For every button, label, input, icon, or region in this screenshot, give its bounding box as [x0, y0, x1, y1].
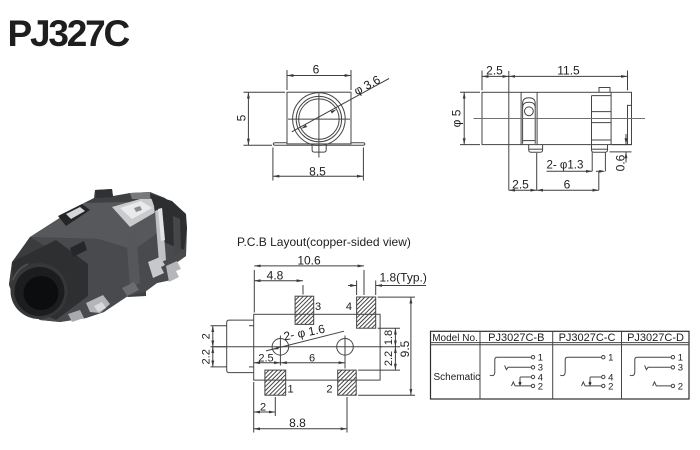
svg-text:PJ3027C-B: PJ3027C-B	[488, 332, 544, 344]
svg-text:3: 3	[315, 301, 321, 313]
svg-text:P.C.B Layout(copper-sided view: P.C.B Layout(copper-sided view)	[237, 235, 411, 249]
svg-text:6: 6	[313, 63, 320, 77]
svg-text:4: 4	[346, 301, 352, 313]
svg-text:Schematic: Schematic	[434, 372, 481, 383]
svg-text:0.6: 0.6	[614, 154, 628, 171]
svg-text:1.8(Typ.): 1.8(Typ.)	[380, 270, 427, 284]
svg-text:2: 2	[678, 381, 683, 392]
svg-text:3: 3	[678, 363, 683, 374]
svg-text:2.5: 2.5	[486, 63, 503, 77]
svg-text:11.5: 11.5	[557, 63, 580, 77]
svg-text:1: 1	[608, 353, 613, 364]
svg-text:2.5: 2.5	[512, 177, 529, 191]
svg-text:φ 3.6: φ 3.6	[352, 72, 383, 98]
svg-text:10.6: 10.6	[297, 254, 321, 268]
svg-text:2.5: 2.5	[258, 353, 273, 365]
svg-text:φ 5: φ 5	[449, 109, 463, 127]
svg-text:2: 2	[260, 401, 266, 413]
svg-text:1.8: 1.8	[383, 330, 395, 345]
svg-text:2- φ 1.6: 2- φ 1.6	[282, 322, 326, 344]
svg-text:2: 2	[608, 381, 613, 392]
svg-text:2: 2	[326, 384, 332, 396]
svg-text:8.5: 8.5	[309, 165, 326, 179]
svg-text:4.8: 4.8	[267, 268, 284, 282]
svg-text:5: 5	[234, 114, 248, 121]
svg-text:4: 4	[538, 372, 543, 383]
svg-text:PJ3027C-D: PJ3027C-D	[627, 332, 684, 344]
svg-text:2- φ1.3: 2- φ1.3	[547, 160, 584, 172]
svg-text:6: 6	[564, 177, 571, 191]
svg-text:8.8: 8.8	[289, 416, 306, 430]
svg-text:Model No.: Model No.	[432, 333, 478, 344]
svg-text:4: 4	[608, 372, 613, 383]
svg-text:1: 1	[288, 384, 294, 396]
svg-text:6: 6	[309, 353, 315, 365]
svg-text:2.2: 2.2	[383, 351, 395, 366]
svg-text:2.2: 2.2	[201, 349, 213, 364]
svg-text:PJ3027C-C: PJ3027C-C	[559, 332, 616, 344]
svg-text:1: 1	[678, 353, 683, 364]
svg-text:3: 3	[538, 363, 543, 374]
svg-text:2: 2	[538, 381, 543, 392]
svg-text:2: 2	[201, 333, 213, 339]
svg-text:9.5: 9.5	[398, 340, 412, 357]
svg-text:1: 1	[538, 353, 543, 364]
svg-text:PJ327C: PJ327C	[8, 13, 130, 54]
